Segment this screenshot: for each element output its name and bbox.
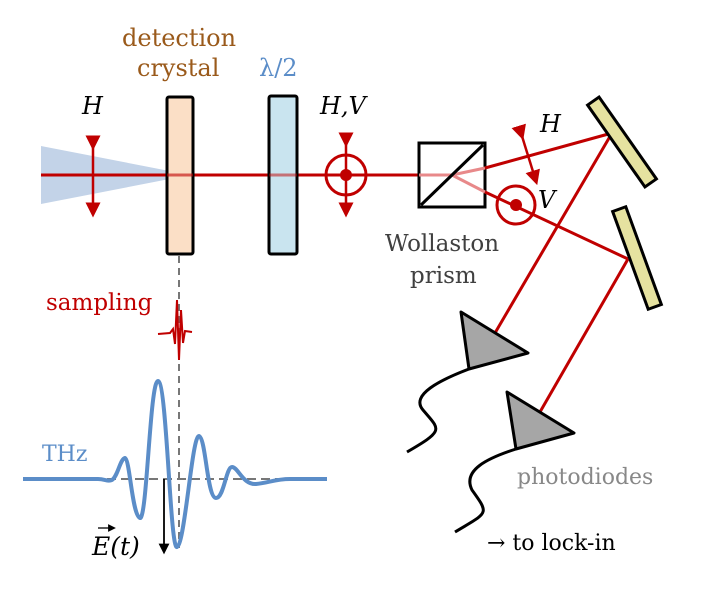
h-out-polarization-arrow xyxy=(511,123,540,186)
h-output-label: H xyxy=(540,110,561,138)
detection-crystal-label-1: detection xyxy=(122,24,237,52)
photodiode-2 xyxy=(505,390,576,451)
wollaston-label-1: Wollaston xyxy=(385,231,500,257)
cable-1 xyxy=(406,367,470,454)
v-output-label: V xyxy=(538,186,556,214)
wollaston-label-2: prism xyxy=(410,263,477,289)
hv-polarization-symbol xyxy=(324,132,368,218)
thz-waveform xyxy=(23,378,327,550)
sampling-label: sampling xyxy=(46,290,153,316)
mirror-bottom xyxy=(610,204,664,312)
photodiode-1 xyxy=(459,310,530,371)
v-polarization-symbol xyxy=(495,184,537,226)
cable-2 xyxy=(454,447,517,534)
h-beam-reflected xyxy=(493,132,614,334)
v-beam-reflected xyxy=(538,258,630,413)
thz-label: THz xyxy=(42,442,88,467)
hv-label: H,V xyxy=(320,92,366,120)
sampling-pulse xyxy=(157,299,193,361)
field-label: E(t) xyxy=(92,532,140,561)
half-wave-plate-label: λ/2 xyxy=(259,54,298,82)
wollaston-prism xyxy=(417,141,487,209)
to-lockin-label: → to lock-in xyxy=(487,531,616,556)
photodiodes-label: photodiodes xyxy=(517,465,654,490)
h-input-label: H xyxy=(82,92,103,120)
detection-crystal-label-2: crystal xyxy=(137,54,220,82)
mirror-top xyxy=(585,94,659,190)
h-beam xyxy=(484,131,613,170)
